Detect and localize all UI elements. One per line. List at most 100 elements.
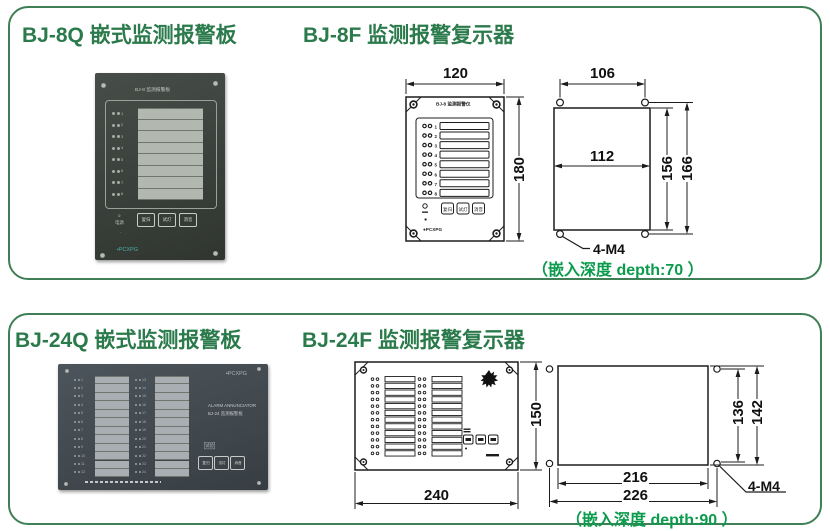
mute-dot: · xyxy=(120,230,122,235)
screw-icon xyxy=(65,369,69,373)
bottom-text-strip xyxy=(85,481,161,483)
photo-channel-row: 1 xyxy=(74,376,85,383)
photo-label-strip xyxy=(155,468,189,478)
photo-panel-title: BJ-8 监测报警板 xyxy=(135,86,171,92)
photo-channel-row: 22 xyxy=(135,452,151,459)
screw-spec-bottom: 4-M4 xyxy=(748,478,780,494)
photo-panel-title2: BJ-24 监测报警板 xyxy=(208,411,243,416)
photo-label-strip xyxy=(155,409,189,419)
dim-136: 136 xyxy=(730,398,748,427)
logo-splat xyxy=(480,370,498,388)
photo-channel-row: 6 xyxy=(74,418,85,425)
photo-label-strip xyxy=(95,443,129,453)
svg-text:3: 3 xyxy=(435,144,438,149)
screw-icon xyxy=(257,367,261,371)
photo-channel-row: 4 xyxy=(74,401,85,408)
photo-label-strip xyxy=(155,460,189,469)
photo-label-strip xyxy=(138,108,203,120)
photo-label-strip xyxy=(95,376,129,385)
photo-label-strip xyxy=(138,131,203,143)
screw-icon xyxy=(101,83,106,88)
svg-text:7: 7 xyxy=(435,182,438,187)
dim-216: 216 xyxy=(622,469,650,486)
drawing1-channel-rows: 12345678复归试灯消音 xyxy=(422,122,490,213)
photo-channel-row: 10 xyxy=(74,452,90,459)
photo-label-strip xyxy=(95,468,129,478)
depth-note-top: （嵌入深度 depth:70 ） xyxy=(532,262,704,279)
photo-channel-row: 8 xyxy=(74,435,85,442)
photo-channel-row: 1 xyxy=(112,108,125,119)
screw-icon xyxy=(213,81,218,86)
photo-channel-row: 6 xyxy=(112,166,125,177)
photo-button: 试灯 xyxy=(214,456,229,470)
photo-label-strip xyxy=(155,452,189,461)
photo-channel-row: 8 xyxy=(112,189,125,200)
photo-channel-row: 20 xyxy=(135,435,151,442)
photo-label-strip xyxy=(95,452,129,461)
photo-channel-row: 5 xyxy=(112,154,125,165)
dim-166: 166 xyxy=(679,154,697,183)
svg-text:6: 6 xyxy=(435,172,438,177)
photo-channel-row: 2 xyxy=(112,120,125,131)
photo-label-strip xyxy=(95,460,129,469)
photo-button: 消音 xyxy=(179,213,197,227)
photo-channel-row: 12 xyxy=(74,469,90,476)
svg-text:2: 2 xyxy=(435,134,438,139)
dim-226: 226 xyxy=(622,487,650,504)
heading-bj24q: BJ-24Q 嵌式监测报警板 xyxy=(15,329,242,352)
photo-button: 消音 xyxy=(230,456,245,470)
photo-label-strip xyxy=(95,435,129,444)
dim-156: 156 xyxy=(659,154,677,183)
photo-label-strip xyxy=(95,426,129,436)
svg-text:试灯: 试灯 xyxy=(459,206,468,213)
photo-button: 复归 xyxy=(198,456,213,470)
photo-label-strip xyxy=(155,443,189,453)
power-label: 电源 xyxy=(115,220,124,225)
photo-label-strip xyxy=(138,154,203,166)
photo-label-strip xyxy=(138,165,203,177)
heading-bj8q: BJ-8Q 嵌式监测报警板 xyxy=(22,24,237,47)
svg-text:1: 1 xyxy=(435,125,438,130)
photo-channel-row: 13 xyxy=(135,376,151,383)
brand-logo: ▪PCXPG xyxy=(117,246,138,253)
photo-label-strip xyxy=(155,392,189,402)
photo-inner-frame xyxy=(105,100,217,209)
heading-bj24f: BJ-24F 监测报警复示器 xyxy=(302,329,525,352)
dim-240: 240 xyxy=(423,487,451,504)
photo-channel-row: 15 xyxy=(135,393,151,400)
photo-channel-row: 14 xyxy=(135,384,151,391)
test-label: 试验 xyxy=(204,442,215,450)
drawing1-screws xyxy=(409,100,501,238)
photo-label-strip xyxy=(155,435,189,444)
screw-spec-top: 4-M4 xyxy=(593,241,625,257)
svg-text:4: 4 xyxy=(435,153,438,158)
heading-bj8f: BJ-8F 监测报警复示器 xyxy=(303,24,515,47)
svg-text:复归: 复归 xyxy=(443,206,452,213)
drawing3-channel-rows xyxy=(370,376,463,457)
photo-label-strip xyxy=(138,142,203,154)
photo-channel-row: 4 xyxy=(112,143,125,154)
photo-channel-row: 9 xyxy=(74,444,85,451)
photo-channel-row: 19 xyxy=(135,427,151,434)
photo-label-strip xyxy=(95,401,129,410)
dim-142: 142 xyxy=(749,398,767,427)
screw-icon xyxy=(100,253,105,258)
screw-icon xyxy=(257,481,261,485)
depth-note-bottom: （嵌入深度 depth:90 ） xyxy=(566,512,738,529)
photo-label-strip xyxy=(155,376,189,385)
screw-icon xyxy=(64,482,68,486)
photo-label-strip xyxy=(155,401,189,410)
photo-label-strip xyxy=(155,418,189,427)
photo-channel-row: 2 xyxy=(74,384,85,391)
photo-channel-row: 16 xyxy=(135,401,151,408)
photo-channel-row: 24 xyxy=(135,469,151,476)
photo-channel-row: 3 xyxy=(74,393,85,400)
photo-label-strip xyxy=(138,119,203,131)
photo-label-strip xyxy=(95,392,129,402)
photo-channel-row: 17 xyxy=(135,410,151,417)
svg-text:8: 8 xyxy=(435,191,438,196)
